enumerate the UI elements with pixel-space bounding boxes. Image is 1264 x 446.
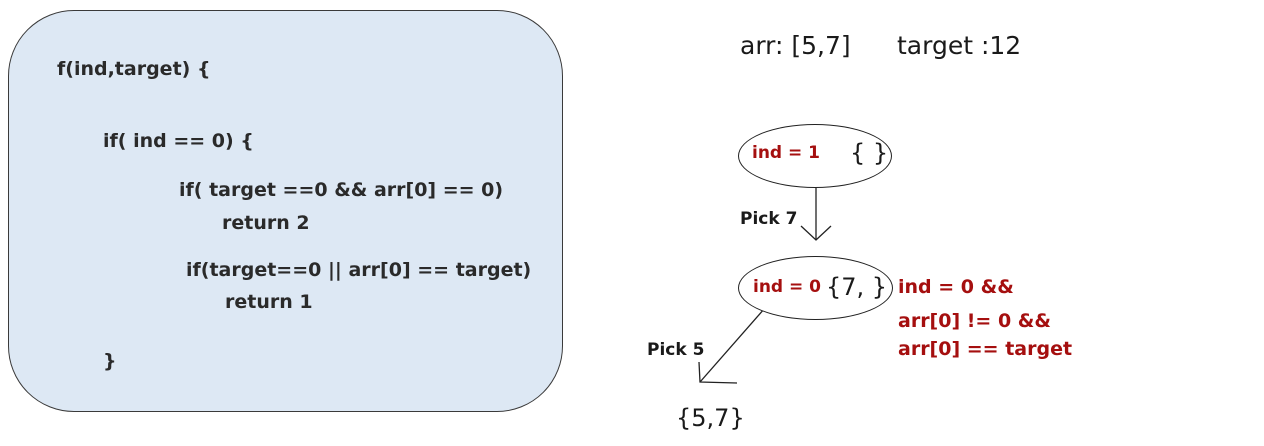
condition-line-3: arr[0] == target <box>898 338 1073 360</box>
code-line-return-2: return 2 <box>222 212 310 234</box>
code-line-return-1: return 1 <box>225 291 313 313</box>
node-child <box>738 256 893 320</box>
node-child-set-label: {7, } <box>826 273 888 301</box>
condition-line-1: ind = 0 && <box>898 276 1014 298</box>
arrowhead-child-to-leaf <box>698 361 738 384</box>
target-label: target :12 <box>897 31 1022 60</box>
node-root-set-label: { } <box>850 139 889 167</box>
arrowhead-root-to-child <box>800 225 832 241</box>
edge-child-to-leaf <box>699 307 766 383</box>
array-label: arr: [5,7] <box>740 31 851 60</box>
code-line-closing-brace: } <box>103 350 117 372</box>
condition-line-2: arr[0] != 0 && <box>898 310 1051 332</box>
edge-label-pick-7: Pick 7 <box>740 209 798 229</box>
code-line-if-ind-zero: if( ind == 0) { <box>103 130 254 152</box>
edge-label-pick-5: Pick 5 <box>647 340 705 360</box>
node-child-ind-label: ind = 0 <box>753 277 822 297</box>
code-panel: f(ind,target) { if( ind == 0) { if( targ… <box>8 10 563 412</box>
code-line-function-signature: f(ind,target) { <box>57 58 211 80</box>
node-root-ind-label: ind = 1 <box>752 143 821 163</box>
code-line-if-target-zero-or: if(target==0 || arr[0] == target) <box>186 259 532 281</box>
node-root <box>738 124 892 188</box>
code-line-if-target-zero-and: if( target ==0 && arr[0] == 0) <box>179 179 504 201</box>
leaf-set-label: {5,7} <box>676 404 745 432</box>
